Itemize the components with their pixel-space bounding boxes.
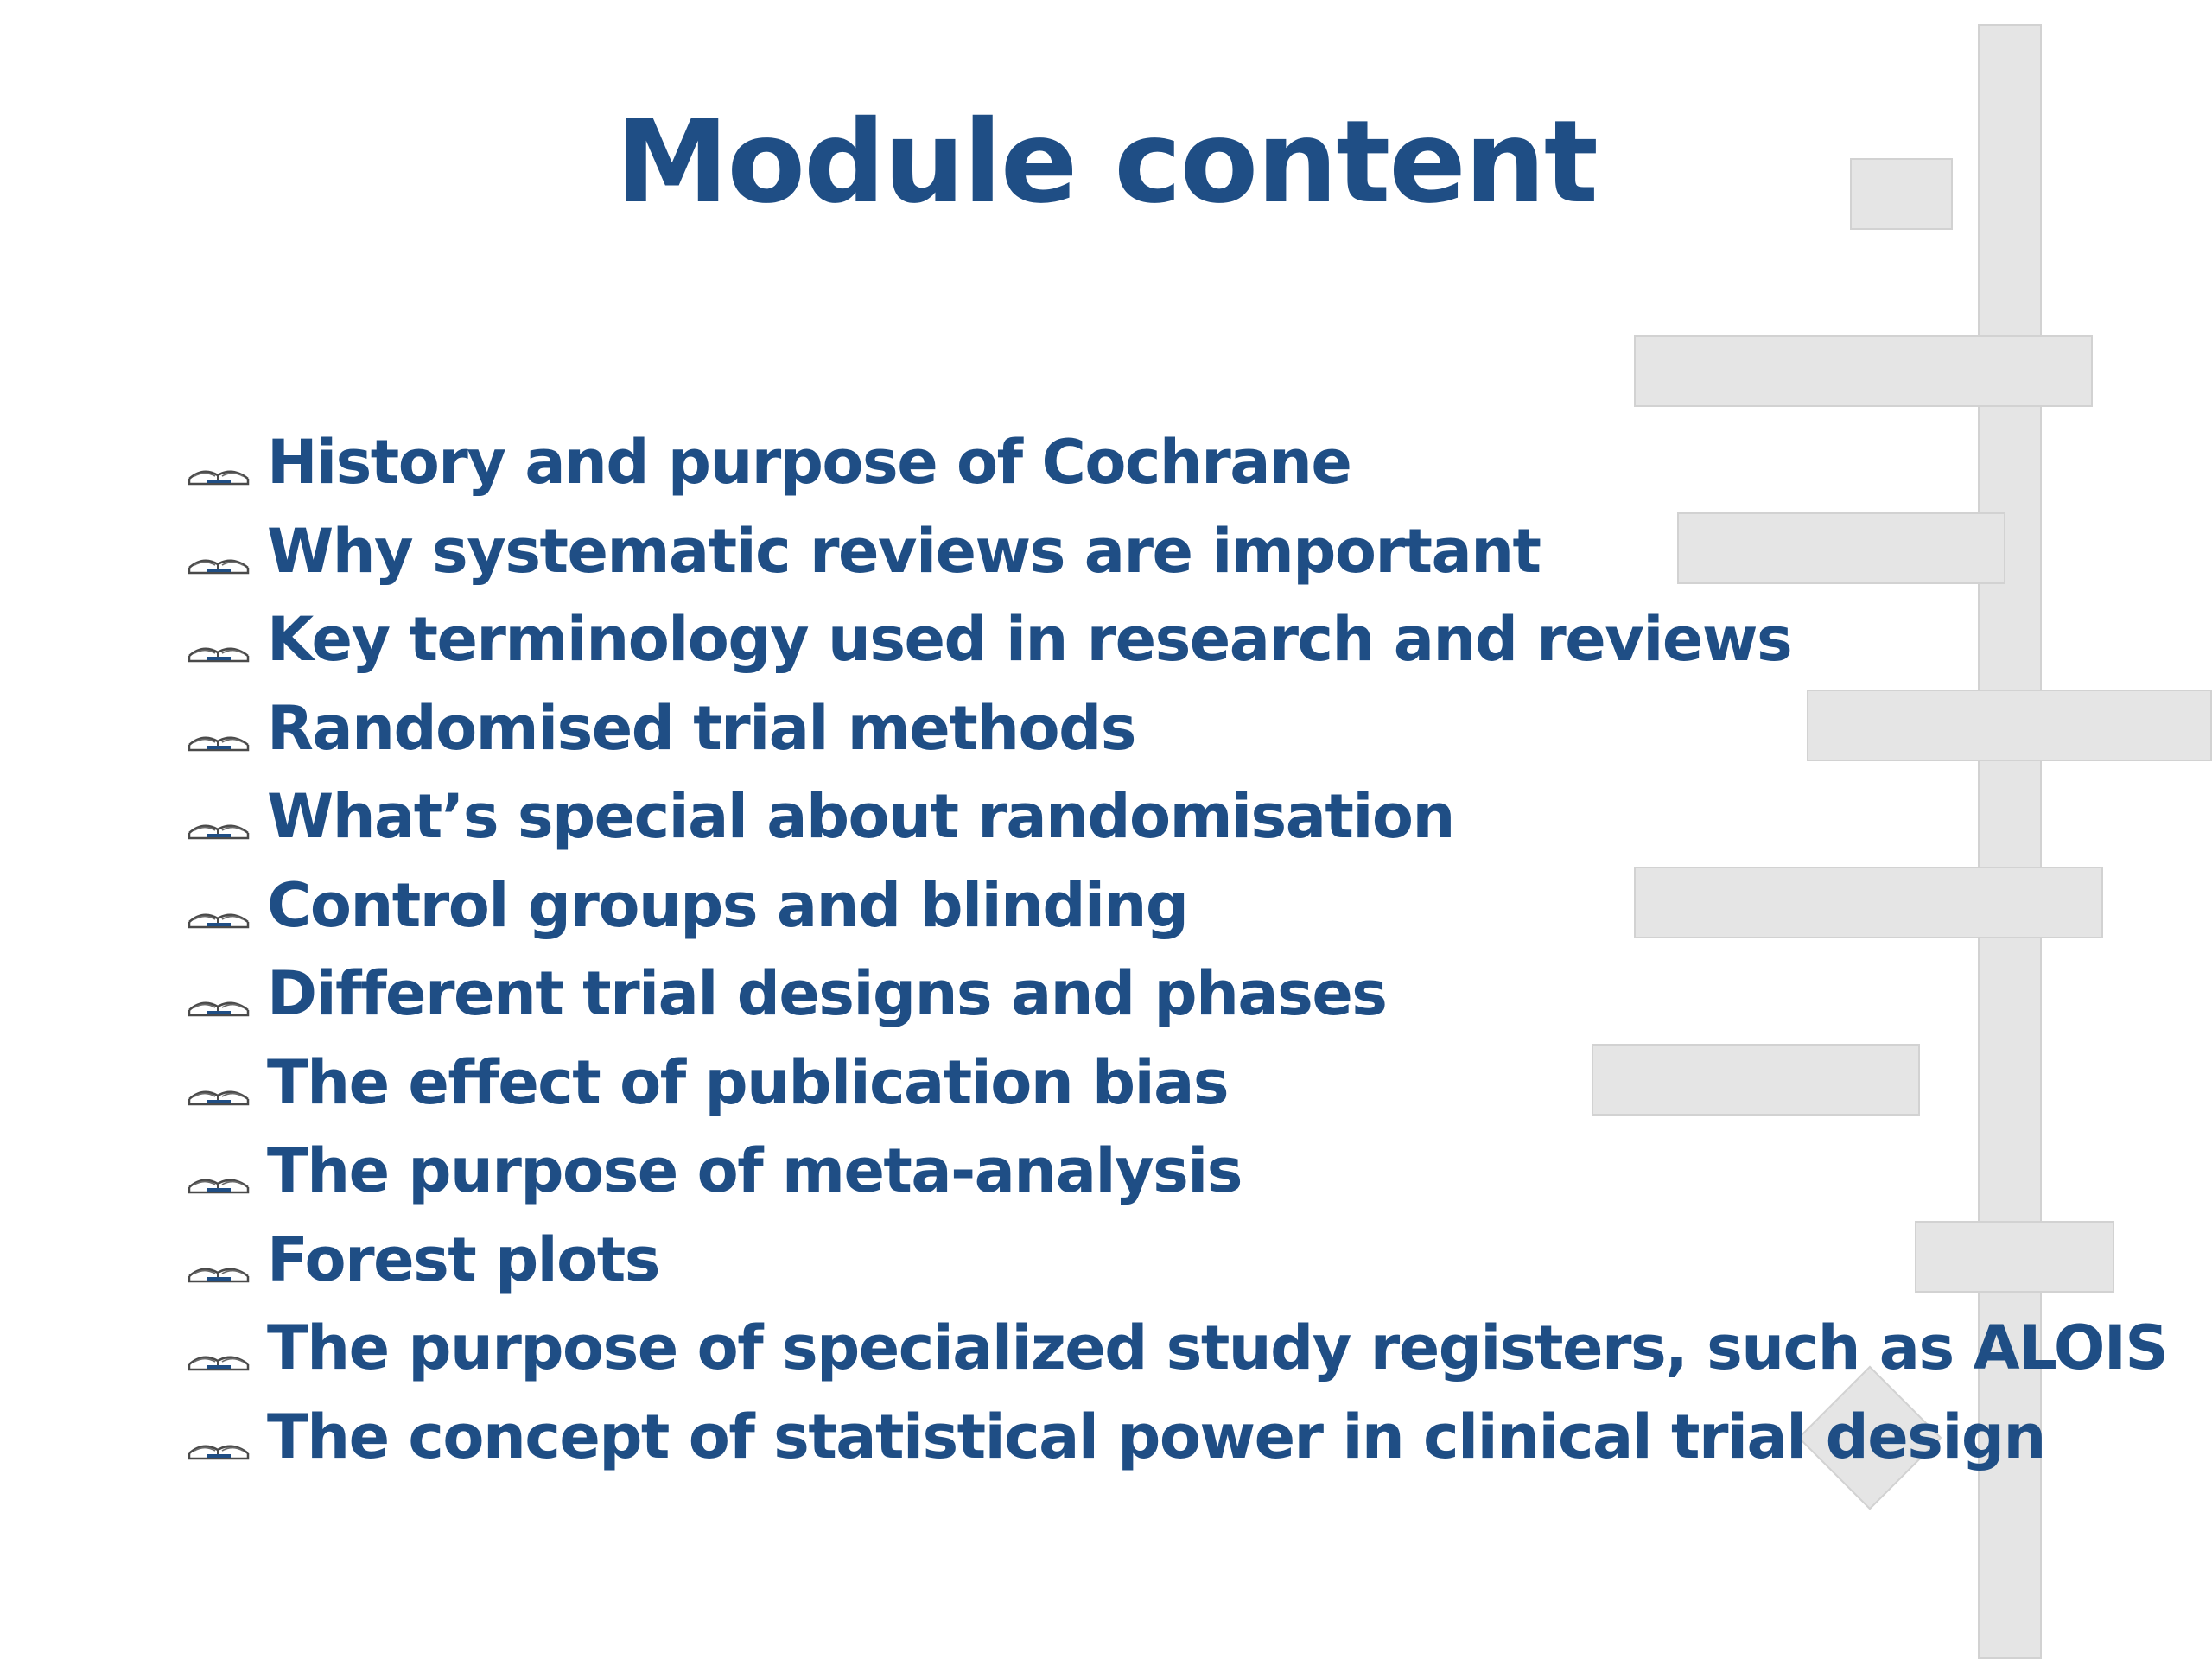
list-item-text: History and purpose of Cochrane [267, 427, 1352, 499]
list-item: The purpose of specialized study registe… [186, 1304, 2169, 1393]
list-item: Randomised trial methods [186, 684, 2167, 773]
list-item: Different trial designs and phases [186, 950, 2167, 1039]
list-item: History and purpose of Cochrane [186, 418, 2167, 507]
list-item: Key terminology used in research and rev… [186, 595, 2167, 684]
list-item: Control groups and blinding [186, 861, 2167, 950]
open-book-icon [186, 804, 251, 842]
open-book-icon [186, 1335, 251, 1373]
list-item-text: The concept of statistical power in clin… [267, 1401, 2046, 1472]
list-item-text: Randomised trial methods [267, 692, 1136, 764]
decorative-block [1634, 867, 2103, 938]
list-item: Why systematic reviews are important [186, 507, 2167, 596]
decorative-block [1850, 158, 1953, 230]
list-item: The concept of statistical power in clin… [186, 1393, 2167, 1482]
decorative-block [1634, 335, 2093, 407]
open-book-icon [186, 538, 251, 576]
list-item: The effect of publication bias [186, 1039, 2167, 1128]
list-item-text: Different trial designs and phases [267, 958, 1388, 1030]
open-book-icon [186, 1158, 251, 1196]
list-item-text: Why systematic reviews are important [267, 515, 1541, 587]
open-book-icon [186, 1070, 251, 1108]
list-item: Forest plots [186, 1216, 2167, 1305]
open-book-icon [186, 626, 251, 664]
decorative-block [1592, 1044, 1920, 1116]
open-book-icon [186, 449, 251, 487]
open-book-icon [186, 715, 251, 753]
decorative-block [1915, 1221, 2114, 1293]
list-item-text: Forest plots [267, 1224, 660, 1295]
list-item-text: The purpose of specialized study registe… [267, 1313, 2169, 1384]
list-item-text: The effect of publication bias [267, 1046, 1230, 1118]
slide-title: Module content [615, 96, 1599, 229]
list-item-text: The purpose of meta-analysis [267, 1135, 1243, 1207]
module-content-list: History and purpose of Cochrane Why syst… [186, 418, 2169, 1482]
list-item: What’s special about randomisation [186, 772, 2167, 861]
decorative-block [1677, 512, 2005, 584]
list-item-text: Key terminology used in research and rev… [267, 604, 1793, 676]
decorative-block [1807, 690, 2212, 761]
list-item-text: What’s special about randomisation [267, 781, 1455, 853]
open-book-icon [186, 893, 251, 931]
list-item: The purpose of meta-analysis [186, 1127, 2167, 1216]
decorative-vertical-bar [1978, 24, 2042, 1659]
open-book-icon [186, 1424, 251, 1462]
list-item-text: Control groups and blinding [267, 869, 1189, 941]
open-book-icon [186, 1247, 251, 1285]
open-book-icon [186, 981, 251, 1019]
